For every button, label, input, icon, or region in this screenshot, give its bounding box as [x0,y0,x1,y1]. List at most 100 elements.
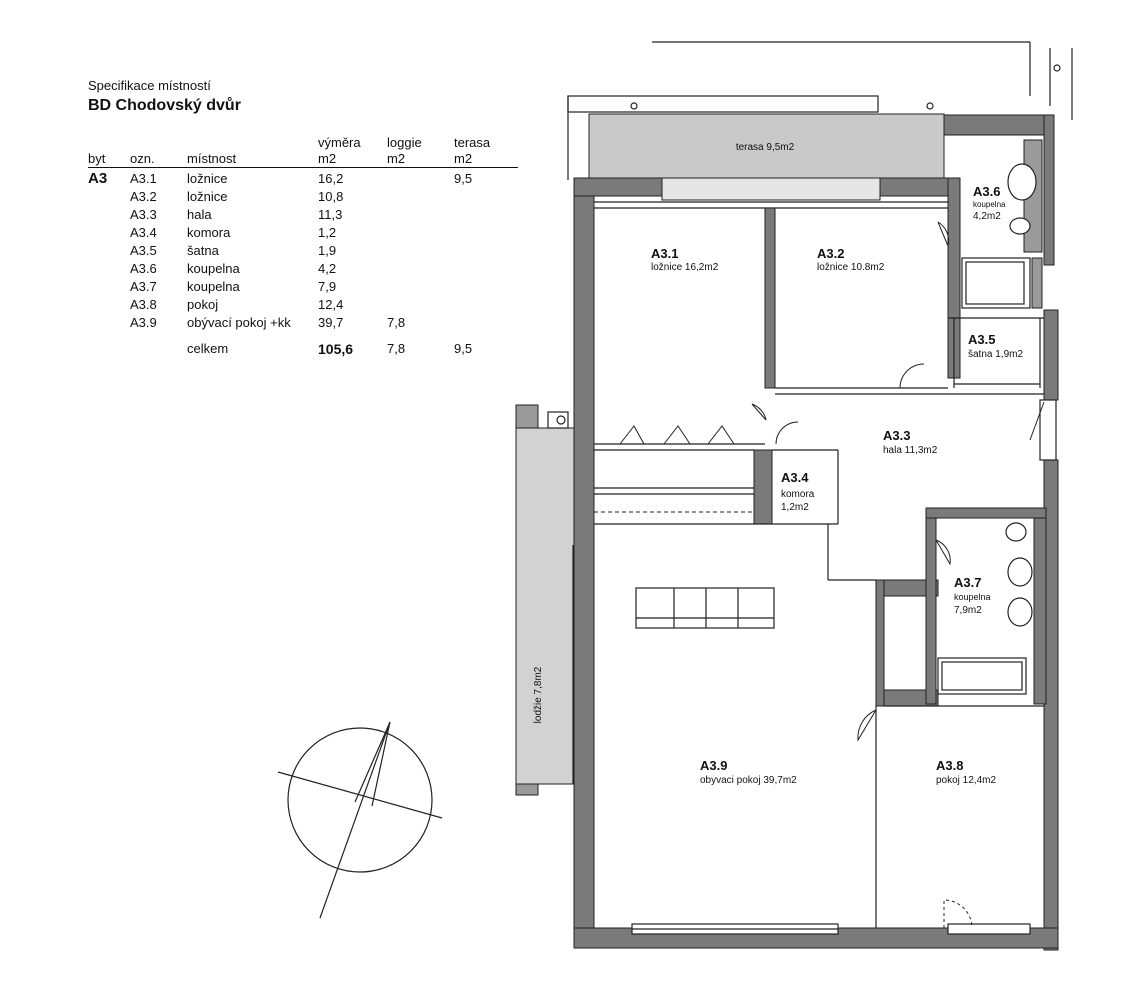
header-mistnost: místnost [187,135,318,168]
exterior-walls [573,114,1059,951]
table-row: A3.2 ložnice 10,8 [88,188,518,206]
sink-icon [1007,597,1033,627]
room-label-a34-name: komora [781,489,815,500]
room-name: hala [187,207,212,222]
spec-title: BD Chodovský dvůr [88,97,241,114]
room-code-a35: A3.5 [968,332,995,347]
room-label-a37-area: 7,9m2 [954,605,982,616]
room-code-a39: A3.9 [700,758,727,773]
doors [619,221,1045,929]
wardrobe-door-icon [707,425,735,445]
wardrobe-door-icon [619,425,645,445]
room-specification: Specifikace místností BD Chodovský dvůr … [88,78,518,358]
room-area: 11,3 [318,207,343,222]
total-terasa: 9,5 [454,341,473,356]
header-loggie-label: loggie [387,135,422,150]
door-icon [943,899,973,929]
table-row: A3.4 komora 1,2 [88,224,518,242]
room-label-a36-area: 4,2m2 [973,211,1001,222]
header-vymera-unit: m2 [318,151,337,166]
room-code: A3.9 [130,315,157,330]
room-name: koupelna [187,279,240,294]
room-code-a38: A3.8 [936,758,963,773]
room-code: A3.8 [130,297,157,312]
room-name: ložnice [187,189,228,204]
room-code-a37: A3.7 [954,575,981,590]
room-code-a31: A3.1 [651,246,678,261]
table-row: A3.7 koupelna 7,9 [88,278,518,296]
header-terasa-unit: m2 [454,151,473,166]
bathroom-a36-fixtures [961,139,1043,309]
room-name: komora [187,225,231,240]
room-code: A3.4 [130,225,157,240]
loggia-label: lodžie 7,8m2 [533,666,544,723]
room-code-a32: A3.2 [817,246,844,261]
room-name: koupelna [187,261,240,276]
room-label-a36-name: koupelna [973,200,1006,209]
room-name: šatna [187,243,219,258]
room-name: pokoj [187,297,219,312]
room-name: obývací pokoj +kk [187,315,291,330]
room-code-a36: A3.6 [973,184,1000,199]
room-code: A3.6 [130,261,157,276]
wardrobe-door-icon [663,425,691,445]
north-arrow-icon [277,721,443,919]
room-terasa: 9,5 [454,171,473,186]
room-label-a39: obyvaci pokoj 39,7m2 [700,775,797,786]
door-icon [1029,401,1045,441]
table-row: A3 A3.1 ložnice 16,2 9,5 [88,168,518,189]
total-area: 105,6 [318,341,354,357]
door-icon [899,363,925,389]
toilet-icon [1005,522,1027,542]
room-area: 1,2 [318,225,337,240]
room-label-a31: ložnice 16,2m2 [651,262,719,273]
room-loggie: 7,8 [387,315,406,330]
door-icon [937,221,950,248]
spec-subtitle: Specifikace místností [88,78,211,93]
terrace-label: terasa 9,5m2 [736,142,795,153]
door-icon [857,709,877,742]
room-name: ložnice [187,171,228,186]
room-label-a34-area: 1,2m2 [781,502,809,513]
room-label-a32: ložnice 10.8m2 [817,262,885,273]
bathroom-a37-fixtures [937,522,1033,695]
room-label-a33: hala 11,3m2 [883,445,938,456]
windows [631,399,1057,935]
room-code: A3.3 [130,207,157,222]
table-row: A3.9 obývací pokoj +kk 39,7 7,8 [88,314,518,332]
room-area: 10,8 [318,189,344,204]
sink-icon [1007,557,1033,587]
toilet-icon [1009,217,1031,235]
header-vymera-label: výměra [318,135,361,150]
total-loggie: 7,8 [387,341,406,356]
sofa-icon [635,587,775,629]
room-code-a34: A3.4 [781,470,809,485]
room-code: A3.5 [130,243,157,258]
header-byt: byt [88,135,130,168]
room-area: 4,2 [318,261,337,276]
door-icon [935,539,951,566]
room-area: 12,4 [318,297,344,312]
header-ozn: ozn. [130,135,187,168]
room-code: A3.1 [130,171,157,186]
total-row: celkem 105,6 7,8 9,5 [88,332,518,358]
room-label-a35: šatna 1,9m2 [968,349,1023,360]
room-code-a33: A3.3 [883,428,910,443]
table-row: A3.8 pokoj 12,4 [88,296,518,314]
door-icon [751,403,767,421]
room-labels: A3.1 ložnice 16,2m2 A3.2 ložnice 10.8m2 … [651,184,1023,786]
byt-code: A3 [88,170,108,187]
room-label-a37-name: koupelna [954,592,991,602]
table-row: A3.6 koupelna 4,2 [88,260,518,278]
table-row: A3.3 hala 11,3 [88,206,518,224]
room-code: A3.7 [130,279,157,294]
sink-icon [1007,163,1037,201]
room-label-a38: pokoj 12,4m2 [936,775,996,786]
header-terasa-label: terasa [454,135,491,150]
